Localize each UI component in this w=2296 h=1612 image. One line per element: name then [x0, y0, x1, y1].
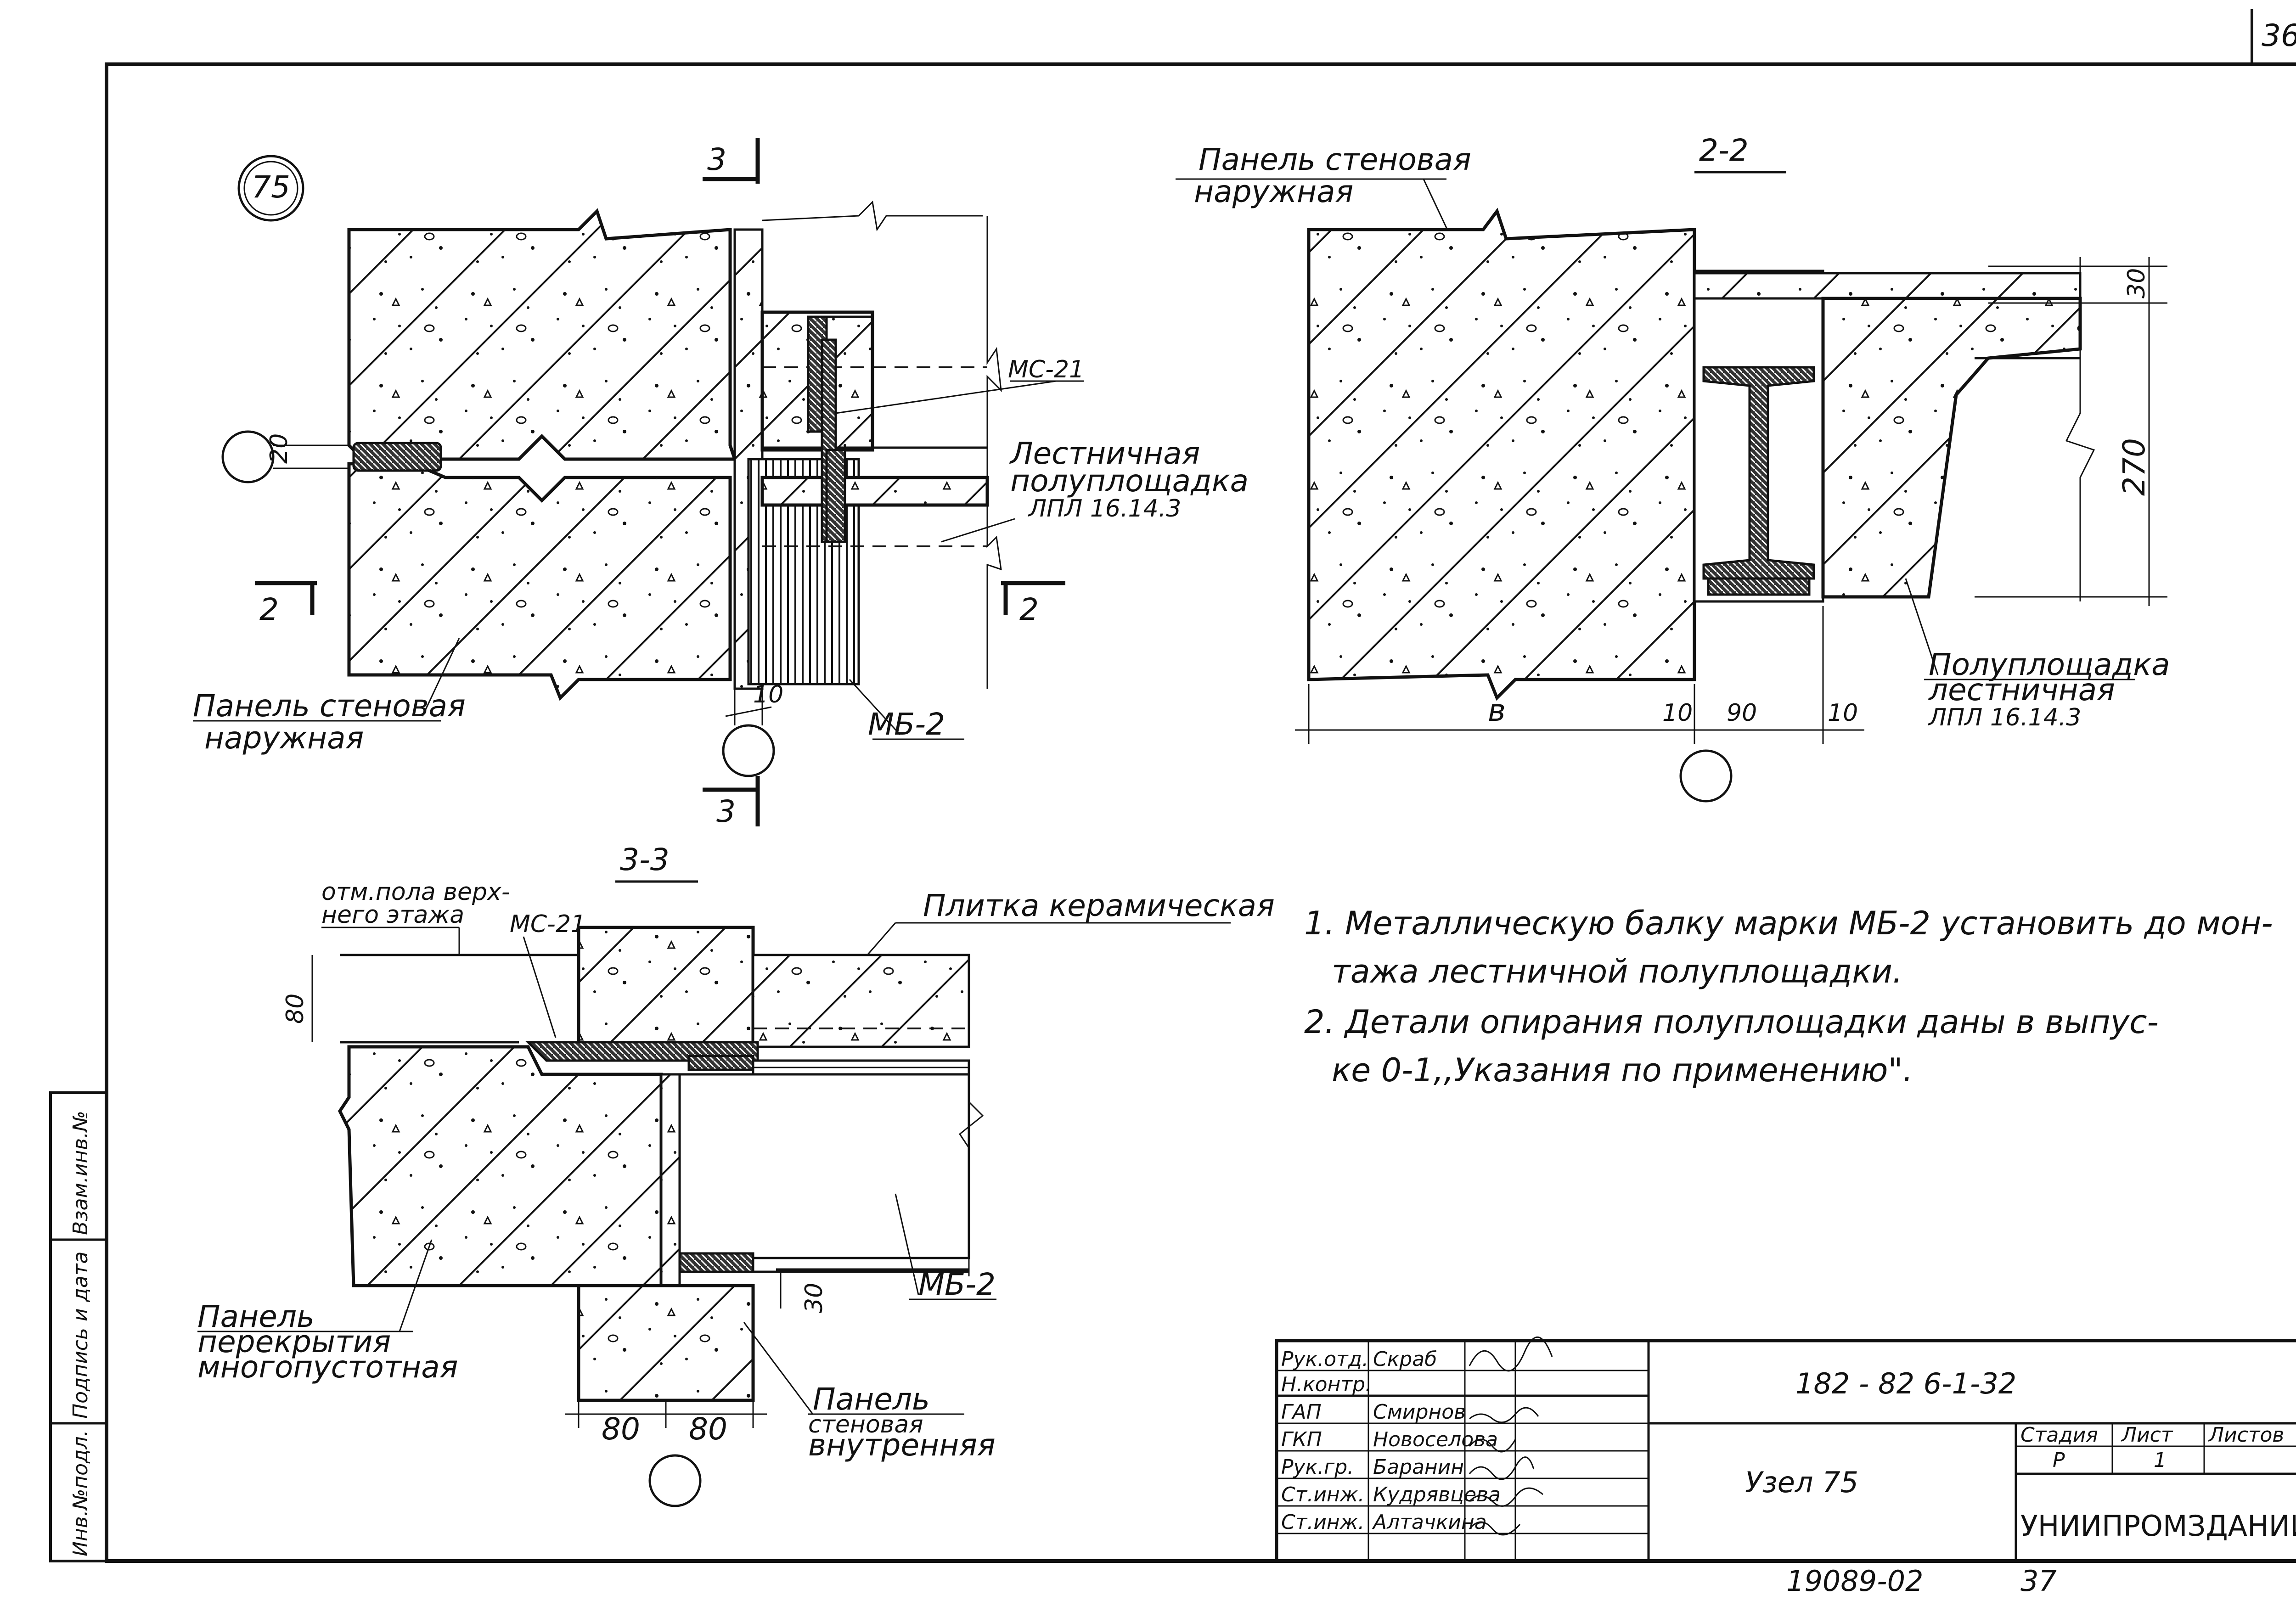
s33-mb2: МБ-2 [918, 1267, 996, 1302]
tb-name-5: Кудрявцева [1373, 1483, 1501, 1506]
s33-dim-80: 80 [281, 994, 309, 1024]
tb-stage-header: Стадия [2020, 1423, 2098, 1447]
section-2-right: 2 [1019, 592, 1039, 627]
section-3-top: 3 [707, 142, 726, 177]
section-3-3-title: 3-3 [620, 842, 670, 877]
note-line-2: тажа лестничной полуплощадки. [1332, 953, 1902, 990]
s33-tile: Плитка керамическая [923, 888, 1275, 923]
plan-landing-1: Лестничная [1009, 436, 1200, 471]
plan-node-left [221, 430, 275, 483]
tb-role-4: Рук.гр. [1281, 1455, 1354, 1479]
plan-node-bottom [722, 724, 775, 777]
plan-wall-panel-2: наружная [204, 720, 364, 756]
tb-name-4: Баранин [1373, 1455, 1464, 1479]
s22-node-bottom [1679, 749, 1733, 803]
tb-name-6: Алтачкина [1372, 1511, 1487, 1534]
stamp-inv-replace: Взам.инв.№ [69, 1111, 92, 1235]
s33-dim-80b: 80 [689, 1411, 727, 1447]
s33-slab-2: перекрытия [197, 1324, 391, 1359]
s33-floor-mark-1: отм.пола верх- [321, 878, 510, 906]
section-3-bottom: 3 [716, 794, 736, 829]
signature-4 [1469, 1456, 1535, 1480]
node-circle [237, 155, 304, 222]
section-2-left: 2 [259, 592, 279, 627]
plan-wall-panel-1: Панель стеновая [193, 688, 466, 724]
s22-landing-2: лестничная [1928, 672, 2115, 708]
s33-inner-1: Панель [813, 1382, 930, 1417]
s33-dim-80a: 80 [602, 1411, 640, 1447]
tb-name-0: Скраб [1373, 1348, 1437, 1371]
s22-dim-b: в [1488, 693, 1506, 728]
s33-slab-3: многопустотная [197, 1349, 458, 1385]
signature-6 [1469, 1521, 1521, 1536]
s22-dim-90: 90 [1727, 699, 1757, 727]
side-stamp: Инв.№подл. Подпись и дата Взам.инв.№ [49, 1091, 108, 1562]
node-circle-label: 75 [252, 169, 290, 205]
section-2-2-title: 2-2 [1699, 133, 1749, 168]
s22-landing-3: ЛПЛ 16.14.3 [1928, 704, 2081, 731]
plan-landing-3: ЛПЛ 16.14.3 [1028, 495, 1181, 522]
stamp-signature: Подпись и дата [69, 1252, 92, 1419]
note-line-4: ке 0-1,,Указания по применению". [1332, 1051, 1913, 1089]
tb-archive-number: 19089-02 [1786, 1564, 1924, 1598]
plan-dim-20: 20 [265, 433, 293, 464]
tb-role-0: Рук.отд. [1281, 1348, 1368, 1371]
tb-role-3: ГКП [1281, 1428, 1322, 1451]
section-3-3: 3-3 отм.пола верх- него этажа МС-21 Плит… [197, 842, 1275, 1507]
section-2-2: 2-2 Панель стеновая наружная 30 270 Полу… [1176, 133, 2170, 803]
tb-org: УНИИПРОМЗДАНИЙ [2020, 1509, 2296, 1543]
s33-mc21: МС-21 [510, 910, 586, 938]
tb-stage-value: Р [2053, 1449, 2065, 1472]
tb-sheet-header: Лист [2121, 1423, 2173, 1447]
s22-wall-panel-1: Панель стеновая [1199, 142, 1471, 177]
sheet-number: 36 [2262, 18, 2296, 53]
note-line-3: 2. Детали опирания полуплощадки даны в в… [1304, 1003, 2159, 1041]
note-line-1: 1. Металлическую балку марки МБ-2 устано… [1304, 904, 2273, 942]
tb-name-2: Смирнов [1373, 1400, 1466, 1424]
tb-page-number: 37 [2020, 1564, 2057, 1598]
plan-mc21: МС-21 [1008, 356, 1084, 383]
title-block: Рук.отд. Скраб Н.контр. ГАП Смирнов ГКП … [1275, 1337, 2296, 1598]
plan-landing-2: полуплощадка [1010, 463, 1249, 499]
plan-view: 75 3 20 МС-21 [193, 138, 1249, 829]
s22-dim-30: 30 [2123, 268, 2150, 298]
tb-role-1: Н.контр. [1281, 1373, 1372, 1396]
s22-dim-10a: 10 [1662, 699, 1693, 727]
tb-doc-code: 182 - 82 6-1-32 [1795, 1367, 2016, 1400]
s33-node-bottom [648, 1454, 702, 1507]
s22-dim-10b: 10 [1828, 699, 1858, 727]
signature-3 [1469, 1438, 1516, 1453]
signature-2 [1469, 1407, 1539, 1423]
tb-node-name: Узел 75 [1745, 1466, 1858, 1499]
signature-0 [1469, 1337, 1553, 1372]
tb-role-2: ГАП [1281, 1400, 1322, 1424]
tb-role-6: Ст.инж. [1281, 1511, 1364, 1534]
s33-inner-2: стеновая [808, 1411, 923, 1438]
s33-inner-3: внутренняя [808, 1427, 996, 1463]
s33-floor-mark-2: него этажа [321, 901, 464, 929]
s33-dim-30: 30 [800, 1283, 828, 1313]
s22-dim-270: 270 [2116, 438, 2152, 496]
s33-slab-1: Панель [197, 1299, 315, 1334]
signature-5 [1469, 1487, 1543, 1507]
s22-wall-panel-2: наружная [1194, 174, 1353, 209]
plan-dim-10: 10 [753, 681, 783, 708]
s22-landing-1: Полуплощадка [1929, 647, 2170, 682]
stamp-inv-podl: Инв.№подл. [69, 1430, 92, 1556]
notes: 1. Металлическую балку марки МБ-2 устано… [1304, 904, 2273, 1089]
tb-sheets-header: Листов [2208, 1423, 2284, 1447]
sheet-frame [105, 62, 2296, 1563]
tb-role-5: Ст.инж. [1281, 1483, 1364, 1506]
plan-mb2: МБ-2 [868, 707, 945, 742]
tb-sheet-value: 1 [2154, 1449, 2167, 1472]
